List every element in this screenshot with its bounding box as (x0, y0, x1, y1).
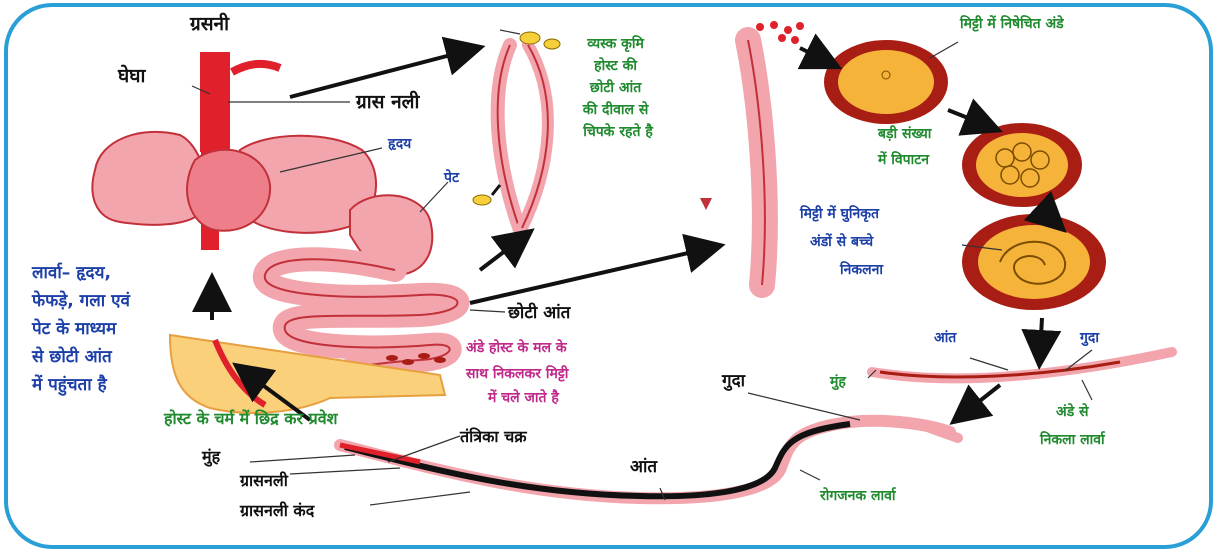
label-anus-small: गुदा (1079, 330, 1100, 347)
label-heart: हृदय (387, 136, 412, 152)
egg-stage-embryo (962, 214, 1106, 310)
label-oesophagus-larva: ग्रासनली (239, 471, 289, 490)
label-oesophagus-bulb: ग्रासनली कंद (239, 501, 315, 520)
label-stomach: पेट (443, 169, 460, 186)
label-nerve-ring: तंत्रिका चक्र (459, 427, 527, 446)
label-intestine-larva: आंत (630, 457, 658, 477)
trachea (200, 52, 230, 152)
egg-stage-cleavage (962, 123, 1082, 207)
label-anus-larva: गुदा (721, 371, 746, 391)
label-skin-entry: होस्ट के चर्म में छिद्र कर प्रवेश (163, 409, 339, 428)
arrow-embryo-to-larva (1040, 318, 1042, 354)
heart (187, 150, 270, 231)
label-oesophagus: ग्रास नली (355, 90, 421, 113)
label-pharynx: ग्रसनी (189, 12, 230, 35)
label-fertilized-eggs: मिट्टी में निषेचित अंडे (959, 15, 1064, 32)
label-infective-larva: रोगजनक लार्वा (819, 487, 897, 504)
label-mouth: मुंह (201, 447, 222, 467)
label-mouth-small: मुंह (829, 374, 846, 391)
label-gullet: घेघा (117, 64, 146, 87)
label-adult-worms: व्यस्क कृमि होस्ट की छोटी आंत की दीवाल स… (582, 35, 654, 140)
egg-stage-fertilized (824, 40, 948, 124)
label-small-intestine: छोटी आंत (507, 302, 572, 323)
label-intestine-small: आंत (934, 330, 957, 346)
